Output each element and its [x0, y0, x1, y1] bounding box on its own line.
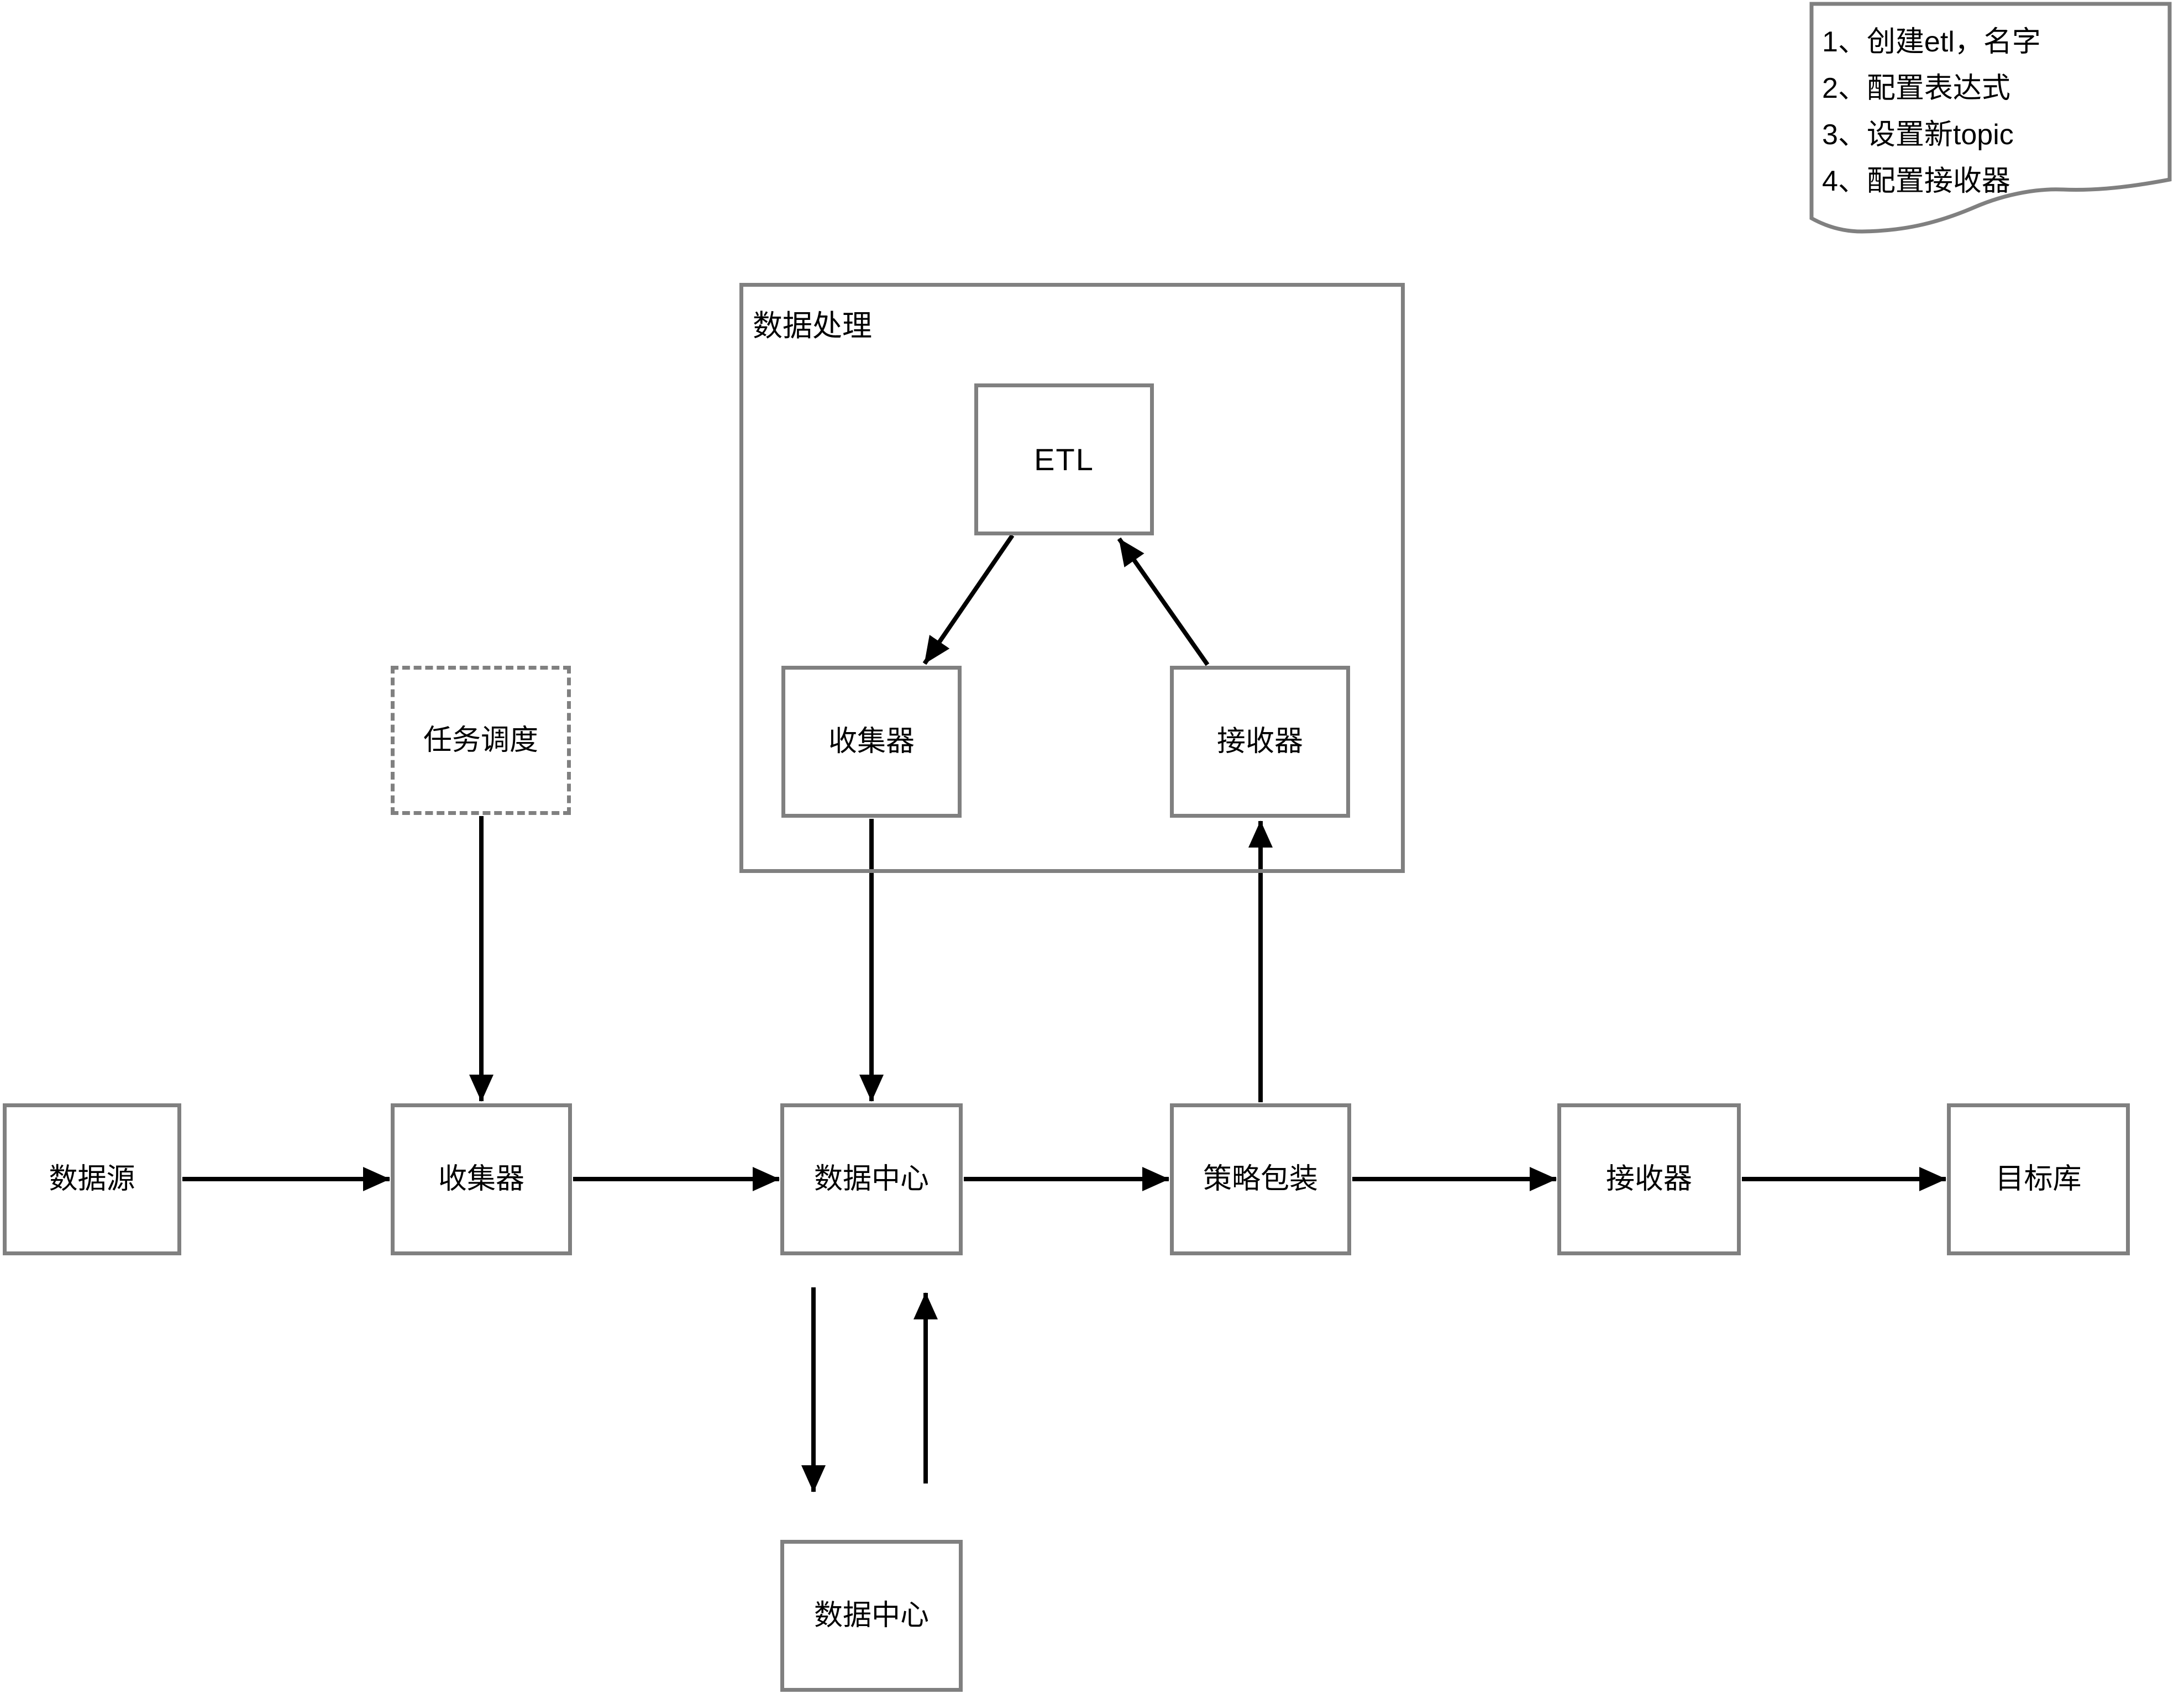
edge-receiver-inner-to-etl: [1117, 537, 1210, 666]
group-data-processing: [739, 283, 1405, 873]
node-collector-label: 收集器: [438, 1163, 524, 1196]
node-target-db: 目标库: [1947, 1103, 2130, 1255]
node-strategy-wrap-label: 策略包装: [1203, 1163, 1318, 1196]
node-collector: 收集器: [391, 1103, 572, 1255]
node-datasource-label: 数据源: [49, 1163, 135, 1196]
node-datacenter-bottom: 数据中心: [780, 1540, 963, 1692]
node-task-scheduler: 任务调度: [391, 666, 571, 815]
note-document-shape: [1809, 2, 2172, 234]
node-task-scheduler-label: 任务调度: [423, 724, 538, 756]
node-etl-label: ETL: [1034, 441, 1094, 477]
note-steps: 1、创建etl，名字 2、配置表达式 3、设置新topic 4、配置接收器: [1809, 2, 2174, 239]
note-line-1: 1、创建etl，名字: [1822, 26, 2041, 58]
node-receiver: 接收器: [1557, 1103, 1741, 1255]
node-etl: ETL: [974, 383, 1154, 535]
node-datacenter-bottom-label: 数据中心: [813, 1600, 929, 1632]
node-collector-inner: 收集器: [781, 666, 962, 818]
node-target-db-label: 目标库: [1995, 1163, 2082, 1196]
node-receiver-label: 接收器: [1605, 1163, 1692, 1196]
edge-etl-to-collector-inner: [922, 534, 1015, 665]
node-receiver-inner-label: 接收器: [1216, 725, 1303, 758]
node-datacenter: 数据中心: [780, 1103, 963, 1255]
note-line-4: 4、配置接收器: [1822, 165, 2010, 197]
node-strategy-wrap: 策略包装: [1170, 1103, 1351, 1255]
node-datacenter-label: 数据中心: [813, 1163, 929, 1196]
note-line-3: 3、设置新topic: [1822, 119, 2014, 151]
node-receiver-inner: 接收器: [1170, 666, 1350, 818]
node-collector-inner-label: 收集器: [828, 725, 915, 758]
node-datasource: 数据源: [3, 1103, 181, 1255]
note-line-2: 2、配置表达式: [1822, 72, 2010, 104]
group-data-processing-label: 数据处理: [753, 309, 872, 343]
